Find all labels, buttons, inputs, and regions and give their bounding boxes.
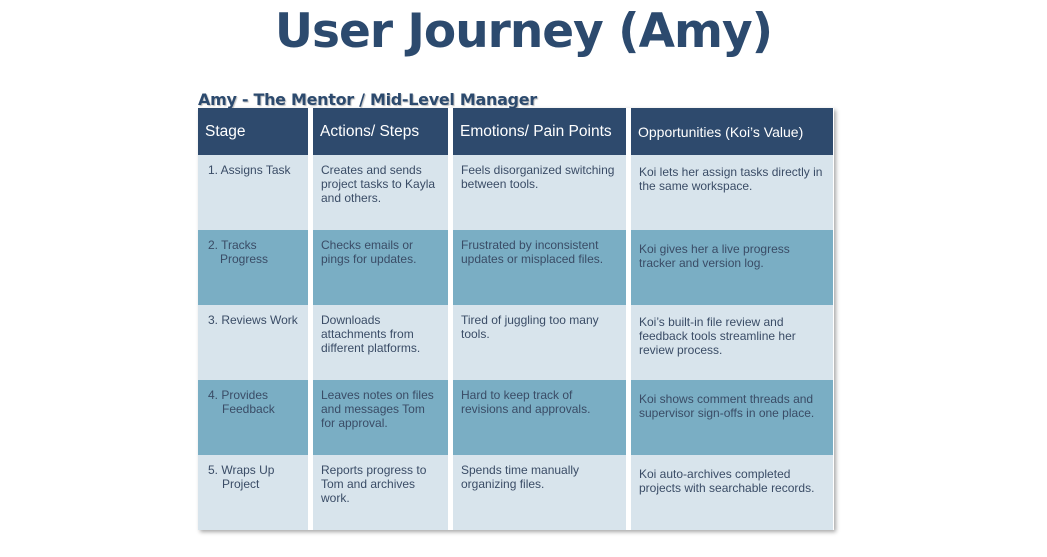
cell-opportunities: Koi lets her assign tasks directly in th… — [631, 155, 833, 230]
header-opportunities: Opportunities (Koi’s Value) — [631, 108, 833, 155]
cell-emotions: Frustrated by inconsistent updates or mi… — [453, 230, 626, 305]
cell-actions: Downloads attachments from different pla… — [313, 305, 448, 380]
cell-opportunities: Koi auto-archives completed projects wit… — [631, 455, 833, 530]
page-title: User Journey (Amy) — [274, 4, 773, 59]
cell-opportunities: Koi shows comment threads and supervisor… — [631, 380, 833, 455]
cell-stage: 4. Provides Feedback — [198, 380, 308, 455]
cell-actions: Creates and sends project tasks to Kayla… — [313, 155, 448, 230]
column-actions: Actions/ Steps Creates and sends project… — [313, 108, 448, 530]
persona-subtitle: Amy - The Mentor / Mid-Level Manager — [198, 90, 537, 109]
header-emotions: Emotions/ Pain Points — [453, 108, 626, 155]
cell-opportunities: Koi gives her a live progress tracker an… — [631, 230, 833, 305]
column-opportunities: Opportunities (Koi’s Value) Koi lets her… — [631, 108, 833, 530]
cell-actions: Leaves notes on files and messages Tom f… — [313, 380, 448, 455]
cell-actions: Reports progress to Tom and archives wor… — [313, 455, 448, 530]
cell-stage: 2. Tracks Progress — [198, 230, 308, 305]
user-journey-table: Stage 1. Assigns Task 2. Tracks Progress… — [198, 108, 834, 530]
cell-emotions: Tired of juggling too many tools. — [453, 305, 626, 380]
cell-stage: 3. Reviews Work — [198, 305, 308, 380]
cell-emotions: Feels disorganized switching between too… — [453, 155, 626, 230]
header-actions: Actions/ Steps — [313, 108, 448, 155]
header-stage: Stage — [198, 108, 308, 155]
cell-stage: 1. Assigns Task — [198, 155, 308, 230]
cell-opportunities: Koi’s built-in file review and feedback … — [631, 305, 833, 380]
cell-emotions: Spends time manually organizing files. — [453, 455, 626, 530]
cell-stage: 5. Wraps Up Project — [198, 455, 308, 530]
column-emotions: Emotions/ Pain Points Feels disorganized… — [453, 108, 626, 530]
cell-actions: Checks emails or pings for updates. — [313, 230, 448, 305]
cell-emotions: Hard to keep track of revisions and appr… — [453, 380, 626, 455]
column-stage: Stage 1. Assigns Task 2. Tracks Progress… — [198, 108, 308, 530]
